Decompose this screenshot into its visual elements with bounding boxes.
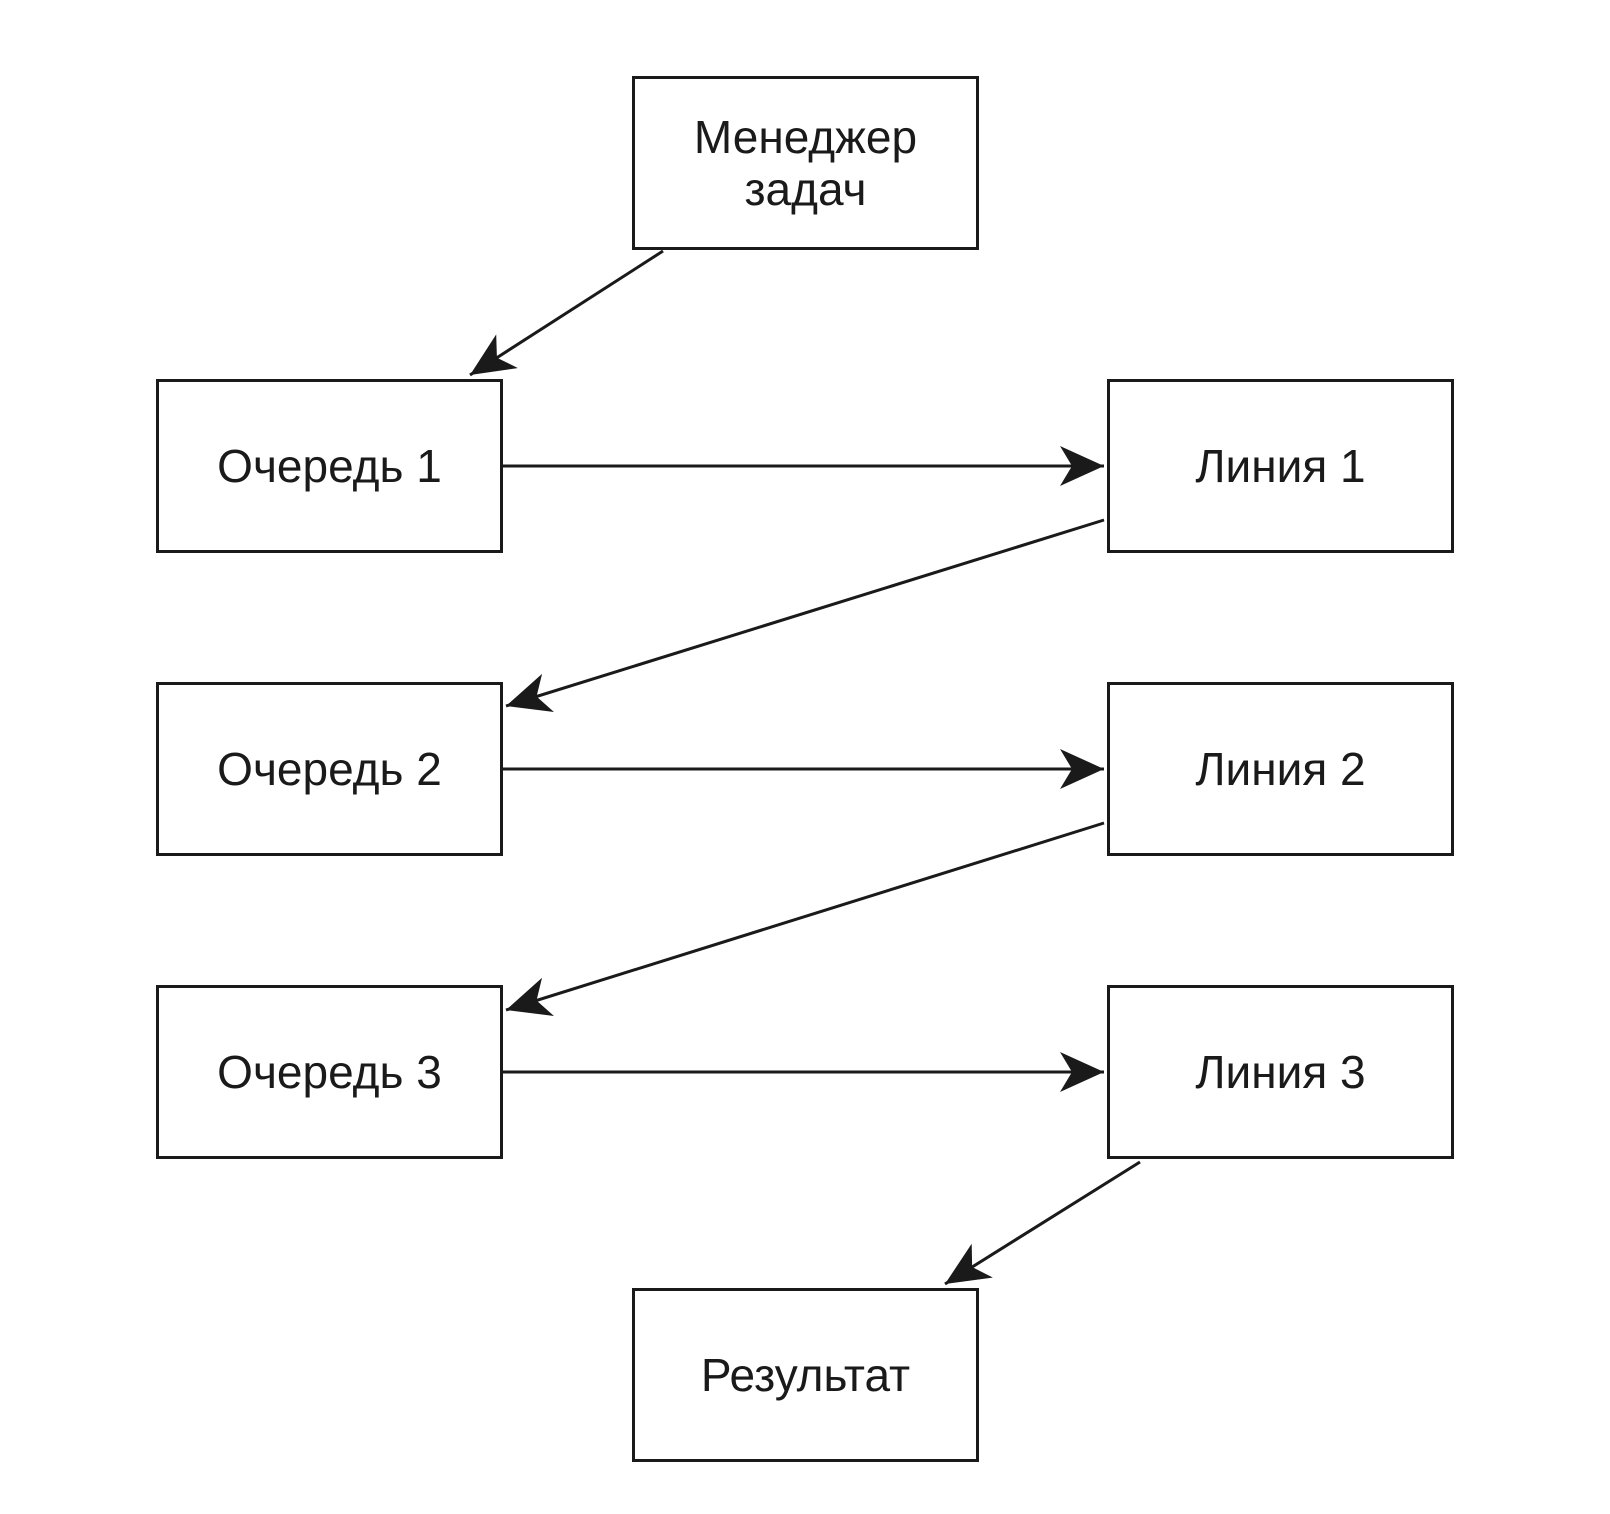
node-queue-1-label: Очередь 1 (217, 440, 442, 492)
node-queue-3: Очередь 3 (156, 985, 503, 1159)
node-line-3: Линия 3 (1107, 985, 1454, 1159)
node-line-1-label: Линия 1 (1195, 440, 1366, 492)
node-line-2: Линия 2 (1107, 682, 1454, 856)
edge-line-1-to-queue-2 (505, 518, 1105, 713)
node-queue-3-label: Очередь 3 (217, 1046, 442, 1098)
node-queue-1: Очередь 1 (156, 379, 503, 553)
edges-layer (469, 249, 1141, 1286)
node-line-2-label: Линия 2 (1195, 743, 1366, 795)
node-task-manager: Менеджер задач (632, 76, 979, 250)
node-result-label: Результат (700, 1349, 911, 1401)
edge-line-2-to-queue-3 (505, 821, 1105, 1016)
node-line-3-label: Линия 3 (1195, 1046, 1366, 1098)
node-queue-2-label: Очередь 2 (217, 743, 442, 795)
node-task-manager-label: Менеджер задач (693, 111, 918, 215)
edge-line-3-to-result (944, 1160, 1141, 1286)
edge-manager-to-queue-1 (469, 249, 664, 377)
node-result: Результат (632, 1288, 979, 1462)
node-line-1: Линия 1 (1107, 379, 1454, 553)
node-queue-2: Очередь 2 (156, 682, 503, 856)
